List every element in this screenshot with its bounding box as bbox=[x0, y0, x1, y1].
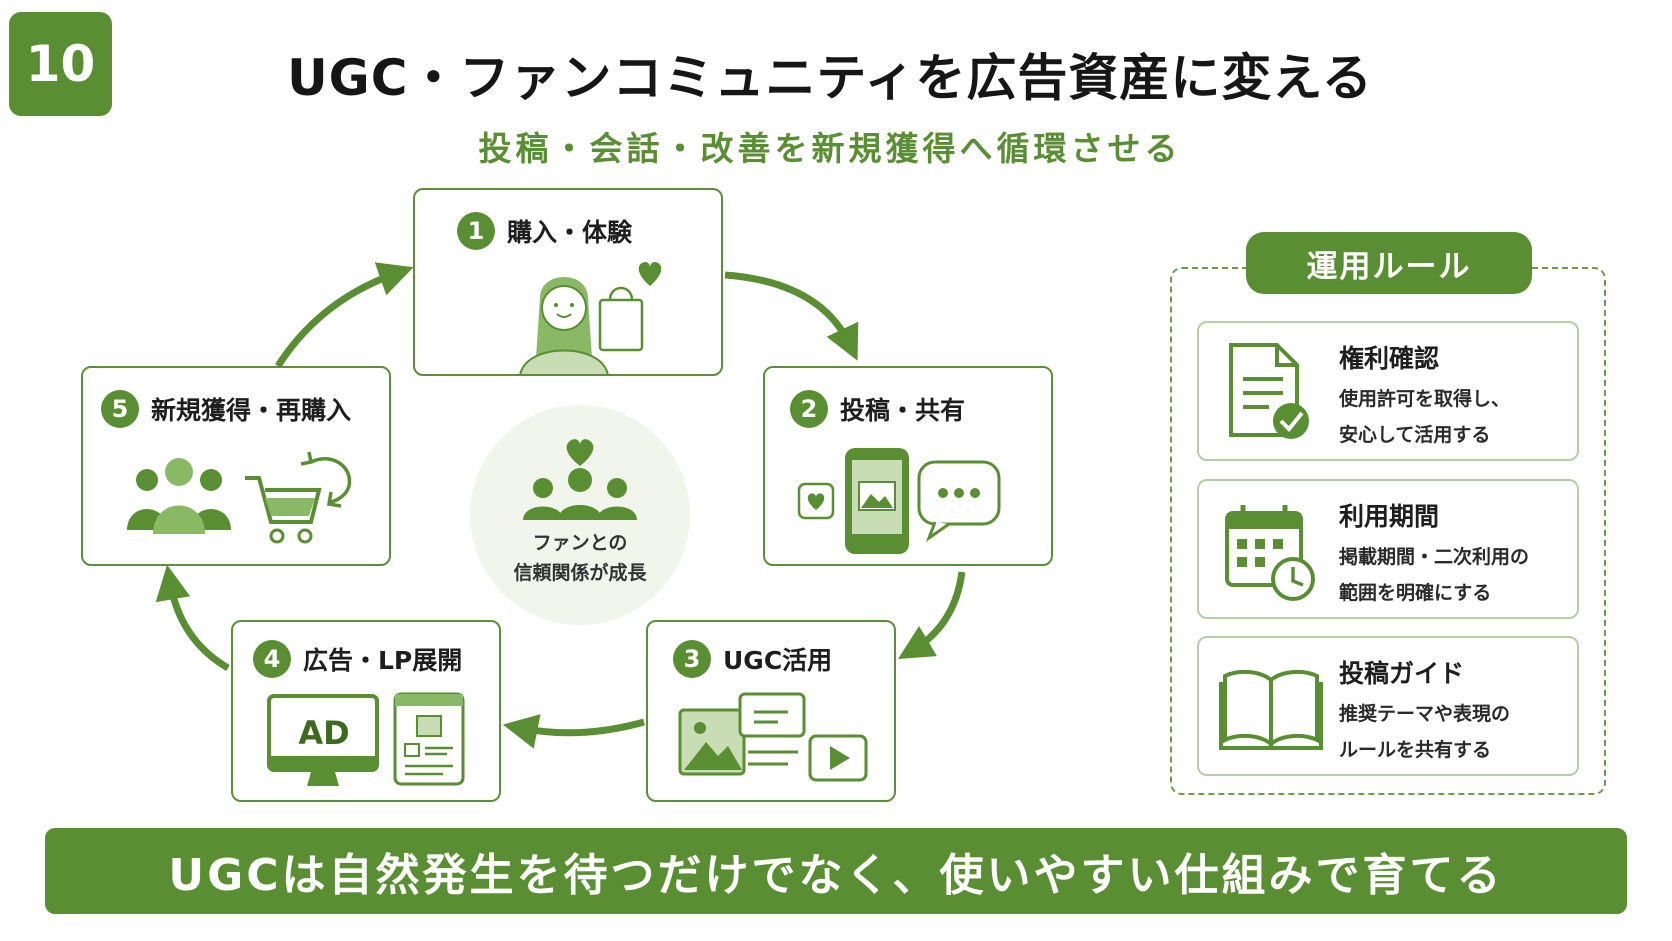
step-4-label: 広告・LP展開 bbox=[303, 646, 463, 675]
step-3-card: 3 UGC活用 bbox=[646, 620, 896, 802]
smartphone-post-icon bbox=[797, 448, 1001, 554]
center-caption-line1: ファンとの bbox=[532, 532, 628, 554]
rule-period-desc: 掲載期間・二次利用の 範囲を明確にする bbox=[1339, 539, 1529, 611]
step-3-number: 3 bbox=[673, 640, 711, 678]
arrow-4-to-5 bbox=[155, 564, 230, 672]
rule-period-title: 利用期間 bbox=[1339, 502, 1440, 531]
step-4-number: 4 bbox=[253, 640, 291, 678]
rule-period-desc-line1: 掲載期間・二次利用の bbox=[1339, 546, 1530, 568]
rule-card-rights: 権利確認 使用許可を取得し、 安心して活用する bbox=[1197, 321, 1579, 461]
rule-rights-desc: 使用許可を取得し、 安心して活用する bbox=[1339, 381, 1510, 453]
step-1-number: 1 bbox=[457, 212, 495, 250]
step-1-card: 1 購入・体験 bbox=[413, 188, 723, 376]
arrow-2-to-3 bbox=[897, 571, 966, 659]
arrow-5-to-1 bbox=[275, 262, 414, 368]
slide-number-badge: 10 bbox=[9, 12, 112, 116]
center-caption: ファンとの 信頼関係が成長 bbox=[470, 528, 690, 588]
open-book-icon bbox=[1219, 669, 1323, 750]
slide-number: 10 bbox=[25, 35, 96, 93]
shopper-icon bbox=[519, 261, 662, 374]
step-2-card: 2 投稿・共有 bbox=[763, 366, 1053, 566]
step-5-number: 5 bbox=[101, 390, 139, 428]
rule-period-desc-line2: 範囲を明確にする bbox=[1339, 582, 1492, 604]
arrow-3-to-4 bbox=[502, 714, 645, 749]
step-2-number: 2 bbox=[790, 390, 828, 428]
rule-guide-desc: 推奨テーマや表現の ルールを共有する bbox=[1339, 696, 1510, 768]
step-3-label: UGC活用 bbox=[723, 646, 833, 675]
rule-rights-title: 権利確認 bbox=[1339, 344, 1440, 373]
document-check-icon bbox=[1229, 343, 1309, 439]
step-2-label: 投稿・共有 bbox=[840, 396, 966, 425]
center-caption-line2: 信頼関係が成長 bbox=[513, 562, 647, 584]
step-5-label: 新規獲得・再購入 bbox=[151, 396, 352, 425]
step-4-card: 4 広告・LP展開 AD bbox=[231, 620, 501, 802]
rule-guide-title: 投稿ガイド bbox=[1339, 659, 1465, 688]
rule-rights-desc-line1: 使用許可を取得し、 bbox=[1339, 388, 1511, 410]
landing-page-icon bbox=[393, 692, 465, 786]
rule-card-period: 利用期間 掲載期間・二次利用の 範囲を明確にする bbox=[1197, 479, 1579, 619]
arrow-1-to-2 bbox=[724, 271, 859, 361]
step-5-card: 5 新規獲得・再購入 bbox=[81, 366, 391, 566]
rules-title: 運用ルール bbox=[1246, 232, 1532, 294]
rule-guide-desc-line2: ルールを共有する bbox=[1339, 739, 1492, 761]
customers-cart-icon bbox=[127, 451, 352, 544]
rule-rights-desc-line2: 安心して活用する bbox=[1339, 424, 1491, 446]
ugc-media-icon bbox=[678, 692, 868, 782]
page-title: UGC・ファンコミュニティを広告資産に変える bbox=[287, 49, 1373, 107]
bottom-banner: UGCは自然発生を待つだけでなく、使いやすい仕組みで育てる bbox=[45, 828, 1627, 914]
community-heart-icon bbox=[523, 439, 637, 520]
rule-card-guide: 投稿ガイド 推奨テーマや表現の ルールを共有する bbox=[1197, 636, 1579, 776]
calendar-clock-icon bbox=[1225, 505, 1315, 601]
page-subtitle: 投稿・会話・改善を新規獲得へ循環させる bbox=[478, 129, 1182, 168]
ad-icon-text: AD bbox=[298, 714, 350, 752]
ad-monitor-icon bbox=[267, 694, 379, 786]
step-1-label: 購入・体験 bbox=[507, 218, 633, 247]
rule-guide-desc-line1: 推奨テーマや表現の bbox=[1339, 703, 1511, 725]
